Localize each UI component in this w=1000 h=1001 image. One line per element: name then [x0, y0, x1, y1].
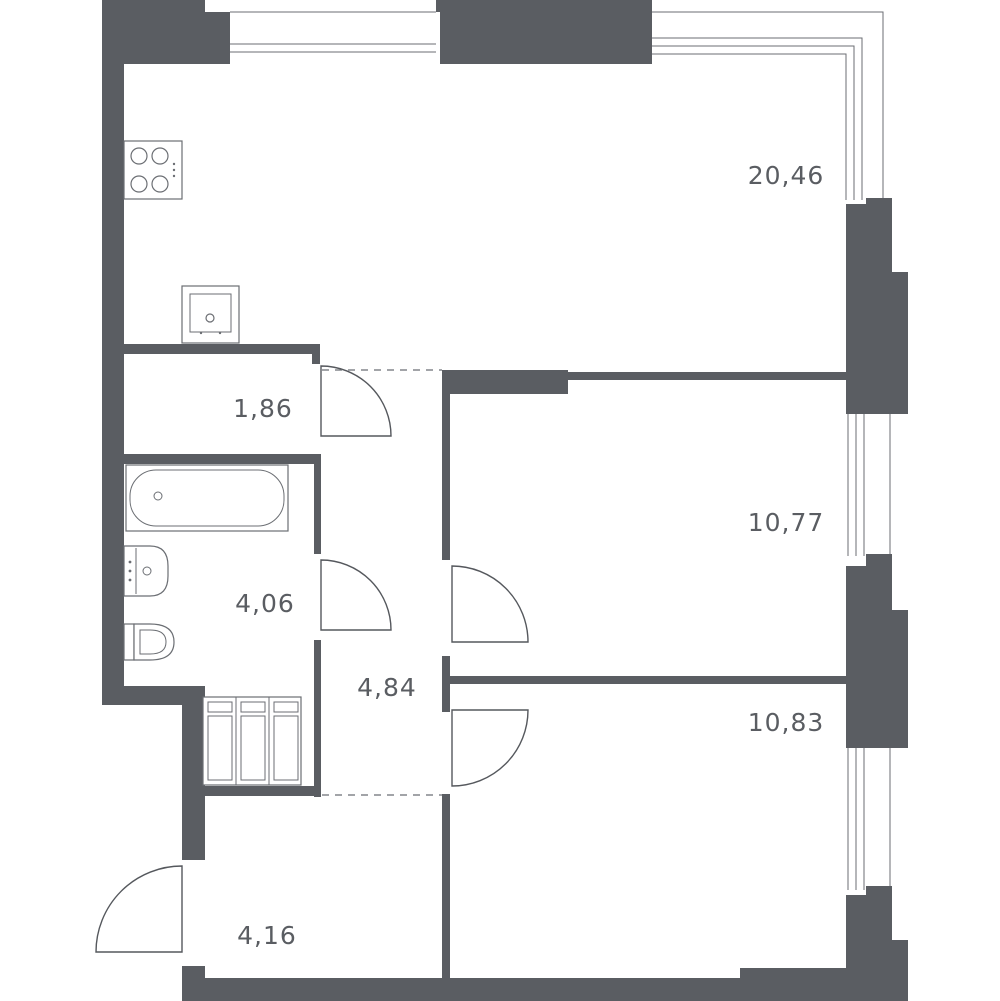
toilet-icon	[123, 623, 175, 661]
room-area-kitchen-living: 20,46	[748, 161, 825, 190]
outer-wall-bottom	[182, 966, 850, 1001]
window-frames	[230, 11, 891, 890]
window-top-right	[652, 11, 884, 200]
room-area-storage: 1,86	[233, 394, 293, 423]
wardrobe-icon	[202, 696, 302, 786]
washbasin-icon	[123, 545, 169, 597]
room-area-bathroom: 4,06	[235, 589, 295, 618]
sink-icon	[181, 285, 240, 344]
room-area-bedroom-1: 10,77	[748, 508, 825, 537]
room-area-bedroom-2: 10,83	[748, 708, 825, 737]
room-area-corridor: 4,84	[357, 673, 417, 702]
window-right-1	[847, 412, 891, 556]
room-labels: 20,46 1,86 4,06 4,84 10,77 10,83 4,16	[233, 161, 825, 950]
wall-bath-top	[124, 454, 320, 464]
wall-wardrobe-bottom	[182, 786, 320, 796]
outer-wall-left	[102, 0, 230, 860]
wall-storage-top	[124, 344, 320, 354]
stove-icon	[123, 140, 183, 200]
bathtub-icon	[125, 464, 289, 532]
wall-storage-right	[312, 344, 320, 364]
wall-corridor-right-1	[442, 370, 450, 560]
room-area-entrance-hall: 4,16	[237, 921, 297, 950]
door-swing-icon	[95, 365, 529, 953]
window-top-left	[230, 11, 436, 53]
outer-wall-top-pier	[436, 0, 652, 64]
outer-wall-right-pier-3	[846, 886, 908, 1001]
wall-bedroom-1-top-thin	[568, 372, 846, 380]
outer-wall-right-pier-2	[846, 554, 908, 748]
outer-wall-right-pier-1	[846, 198, 908, 414]
wall-bedroom-divider	[442, 676, 846, 684]
wall-bedroom-1-top	[442, 370, 568, 394]
window-right-2	[847, 745, 891, 890]
walls	[102, 0, 908, 1001]
wall-corridor-right-3	[442, 794, 450, 978]
wall-bath-right-upper	[314, 454, 321, 554]
wall-bath-right-lower	[314, 640, 321, 797]
openings	[322, 369, 442, 796]
